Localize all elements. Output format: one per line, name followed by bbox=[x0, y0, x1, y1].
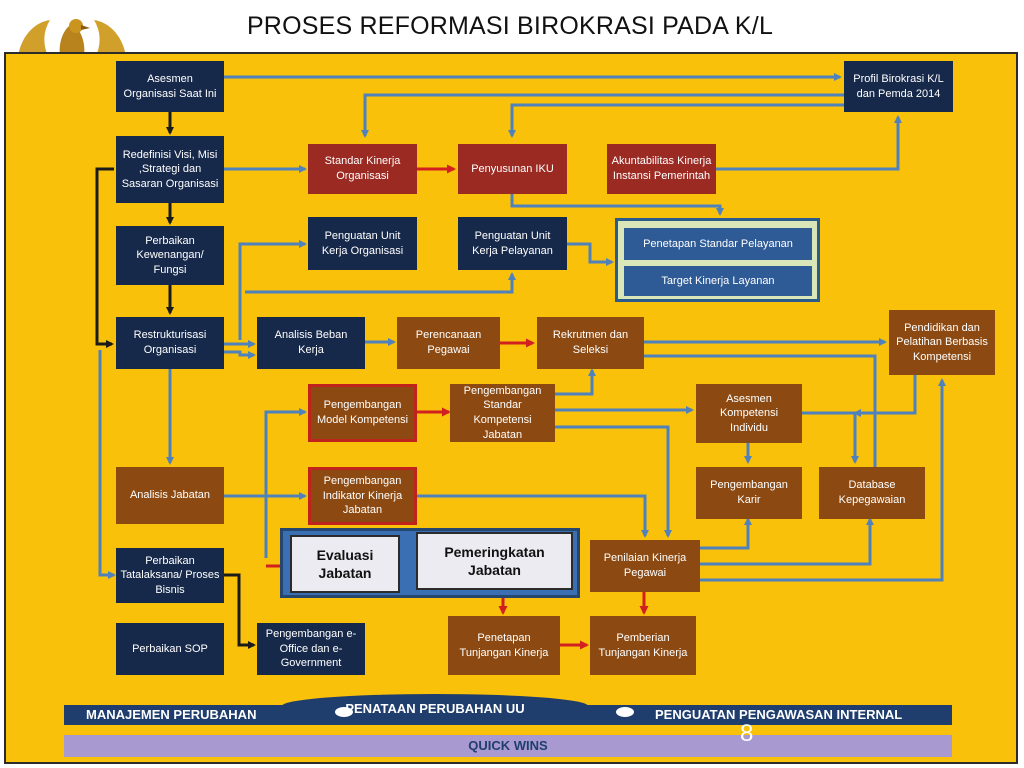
connector bbox=[245, 272, 516, 294]
box-asesmen-organisasi: Asesmen Organisasi Saat Ini bbox=[116, 61, 224, 112]
box-perbaikan-kewenangan: Perbaikan Kewenangan/ Fungsi bbox=[116, 226, 224, 285]
connector bbox=[700, 517, 874, 566]
label-quick-wins: QUICK WINS bbox=[468, 738, 548, 753]
box-restrukturisasi-organisasi: Restrukturisasi Organisasi bbox=[116, 317, 224, 369]
box-redefinisi-visi: Redefinisi Visi, Misi ,Strategi dan Sasa… bbox=[116, 136, 224, 203]
box-analisis-beban-kerja: Analisis Beban Kerja bbox=[257, 317, 365, 369]
label-penataan-perubahan-uu: PENATAAN PERUBAHAN UU bbox=[345, 701, 525, 716]
connector bbox=[700, 517, 752, 550]
box-penyusunan-iku: Penyusunan IKU bbox=[458, 144, 567, 194]
connector bbox=[555, 368, 596, 396]
connector bbox=[238, 240, 307, 340]
box-rekrutmen-seleksi: Rekrutmen dan Seleksi bbox=[537, 317, 644, 369]
garuda-emblem-icon bbox=[8, 8, 136, 58]
box-pengembangan-indikator: Pengembangan Indikator Kinerja Jabatan bbox=[308, 467, 417, 525]
connector bbox=[510, 194, 724, 216]
box-analisis-jabatan: Analisis Jabatan bbox=[116, 467, 224, 524]
box-pengembangan-eoffice: Pengembangan e-Office dan e-Government bbox=[257, 623, 365, 675]
box-penguatan-unit-pelayanan: Penguatan Unit Kerja Pelayanan bbox=[458, 217, 567, 270]
connector bbox=[417, 494, 649, 538]
box-penetapan-standar-pelayanan: Penetapan Standar Pelayanan bbox=[624, 228, 812, 260]
connector bbox=[95, 167, 114, 348]
connector bbox=[508, 103, 898, 138]
box-database-kepegawaian: Database Kepegawaian bbox=[819, 467, 925, 519]
box-asesmen-kompetensi: Asesmen Kompetensi Individu bbox=[696, 384, 802, 443]
arch-penataan-uu bbox=[282, 694, 588, 724]
box-akuntabilitas-kinerja: Akuntabilitas Kinerja Instansi Pemerinta… bbox=[607, 144, 716, 194]
connector bbox=[660, 115, 902, 171]
connector bbox=[853, 375, 917, 417]
page-number: 8 bbox=[740, 720, 754, 747]
connector bbox=[264, 408, 307, 558]
connector bbox=[224, 573, 256, 649]
box-penguatan-unit-organisasi: Penguatan Unit Kerja Organisasi bbox=[308, 217, 417, 270]
box-pengembangan-standar-kompetensi: Pengembangan Standar Kompetensi Jabatan bbox=[450, 384, 555, 442]
page-title: PROSES REFORMASI BIROKRASI PADA K/L bbox=[246, 12, 774, 40]
connector bbox=[802, 411, 859, 464]
box-pengembangan-karir: Pengembangan Karir bbox=[696, 467, 802, 519]
pill-left bbox=[335, 707, 353, 717]
box-target-kinerja-layanan: Target Kinerja Layanan bbox=[624, 266, 812, 296]
connector bbox=[700, 378, 946, 582]
connector bbox=[567, 242, 614, 266]
band-quick-wins bbox=[64, 735, 952, 757]
box-perbaikan-tatalaksana: Perbaikan Tatalaksana/ Proses Bisnis bbox=[116, 548, 224, 603]
connector bbox=[644, 354, 879, 517]
label-manajemen-perubahan: MANAJEMEN PERUBAHAN bbox=[86, 707, 257, 722]
box-profil-birokrasi: Profil Birokrasi K/L dan Pemda 2014 bbox=[844, 61, 953, 112]
box-penetapan-tunjangan: Penetapan Tunjangan Kinerja bbox=[448, 616, 560, 675]
pill-right bbox=[616, 707, 634, 717]
box-evaluasi-jabatan: Evaluasi Jabatan bbox=[290, 535, 400, 593]
box-standar-kinerja-organisasi: Standar Kinerja Organisasi bbox=[308, 144, 417, 194]
box-perbaikan-sop: Perbaikan SOP bbox=[116, 623, 224, 675]
box-penilaian-kinerja: Penilaian Kinerja Pegawai bbox=[590, 540, 700, 592]
box-pendidikan-pelatihan: Pendidikan dan Pelatihan Berbasis Kompet… bbox=[889, 310, 995, 375]
box-pemeringkatan-jabatan: Pemeringkatan Jabatan bbox=[416, 532, 573, 590]
box-perencanaan-pegawai: Perencanaan Pegawai bbox=[397, 317, 500, 369]
box-pengembangan-model-kompetensi: Pengembangan Model Kompetensi bbox=[308, 384, 417, 442]
connector bbox=[224, 350, 256, 359]
connector bbox=[361, 93, 898, 138]
connector bbox=[555, 425, 672, 538]
box-pemberian-tunjangan: Pemberian Tunjangan Kinerja bbox=[590, 616, 696, 675]
label-penguatan-pengawasan: PENGUATAN PENGAWASAN INTERNAL bbox=[655, 707, 903, 722]
connector bbox=[98, 350, 116, 579]
